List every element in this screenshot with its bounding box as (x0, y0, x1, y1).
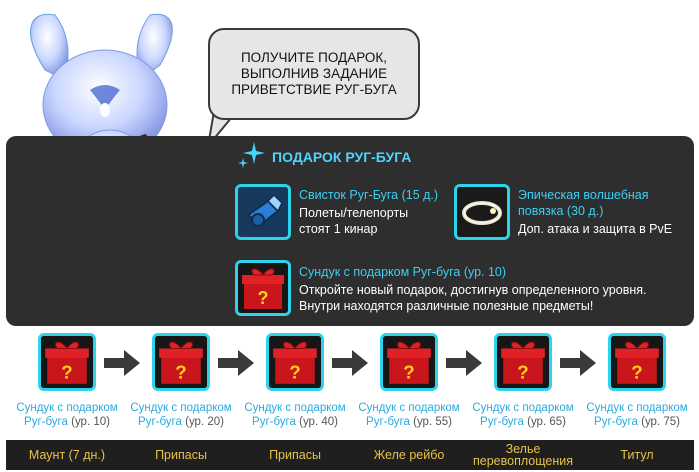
chest-label: Сундук с подарком Руг-буга (ур. 65) (465, 401, 581, 429)
whistle-item-name: Свисток Руг-Буга (15 д.) (299, 188, 439, 202)
chest-label-name: Руг-буга (594, 416, 638, 428)
speech-bubble-line: ПОЛУЧИТЕ ПОДАРОК, (240, 50, 388, 65)
headband-icon (457, 187, 507, 237)
chest-label-level: (ур. 20) (185, 416, 224, 428)
headband-item-name: повязка (30 д.) (518, 204, 604, 218)
chest-label-title: Сундук с подарком (358, 402, 460, 414)
gift-box-icon: ? (269, 336, 321, 388)
svg-text:?: ? (403, 362, 414, 383)
chest-label-level: (ур. 65) (527, 416, 566, 428)
chest-label-level: (ур. 75) (641, 416, 680, 428)
svg-text:?: ? (61, 362, 72, 383)
gift-box-item-desc: Внутри находятся различные полезные пред… (299, 299, 594, 313)
reward-label: Припасы (269, 448, 321, 462)
chest-label-title: Сундук с подарком (244, 402, 346, 414)
chest-icon-slot[interactable]: ? (494, 333, 552, 391)
gift-box-icon: ? (41, 336, 93, 388)
arrow-right-icon (332, 350, 368, 376)
arrow-right-icon (446, 350, 482, 376)
chest-label-level: (ур. 10) (71, 416, 110, 428)
reward-label: Зелье перевоплощения (468, 440, 578, 470)
chest-label: Сундук с подарком Руг-буга (ур. 75) (579, 401, 695, 429)
reward-label: Титул (620, 448, 654, 462)
chest-label-name: Руг-буга (138, 416, 182, 428)
gift-box-item-name: Сундук с подарком Руг-буга (ур. 10) (299, 265, 507, 279)
svg-text:?: ? (631, 362, 642, 383)
speech-bubble-line: ВЫПОЛНИВ ЗАДАНИЕ (240, 66, 388, 81)
chest-icon-slot[interactable]: ? (152, 333, 210, 391)
gift-box-icon: ? (238, 263, 288, 313)
chest-label: Сундук с подарком Руг-буга (ур. 40) (237, 401, 353, 429)
speech-bubble: ПОЛУЧИТЕ ПОДАРОК, ВЫПОЛНИВ ЗАДАНИЕ ПРИВЕ… (208, 28, 420, 120)
reward-label: Маунт (7 дн.) (28, 448, 106, 462)
chest-label-name: Руг-буга (24, 416, 68, 428)
reward-label: Припасы (155, 448, 207, 462)
svg-text:?: ? (289, 362, 300, 383)
chest-label-name: Руг-буга (480, 416, 524, 428)
chest-icon-slot[interactable]: ? (380, 333, 438, 391)
gift-panel (6, 136, 694, 326)
sparkle-icon (238, 142, 265, 168)
whistle-item-desc: Полеты/телепорты (299, 206, 409, 220)
panel-title: ПОДАРОК РУГ-БУГА (272, 149, 412, 165)
gift-box-item-slot[interactable]: ? (235, 260, 291, 316)
chest-label-name: Руг-буга (366, 416, 410, 428)
svg-text:?: ? (175, 362, 186, 383)
whistle-item-slot[interactable] (235, 184, 291, 240)
speech-bubble-line: ПРИВЕТСТВИЕ РУГ-БУГА (231, 82, 397, 97)
gift-box-icon: ? (155, 336, 207, 388)
svg-text:?: ? (258, 288, 269, 308)
gift-box-item-desc: Откройте новый подарок, достигнув опреде… (299, 283, 647, 297)
arrow-right-icon (218, 350, 254, 376)
chest-label-title: Сундук с подарком (16, 402, 118, 414)
arrow-right-icon (560, 350, 596, 376)
reward-label-line: перевоплощения (473, 454, 573, 468)
chest-label-title: Сундук с подарком (130, 402, 232, 414)
chest-label-level: (ур. 55) (413, 416, 452, 428)
chest-label-title: Сундук с подарком (586, 402, 688, 414)
arrow-right-icon (104, 350, 140, 376)
chest-label: Сундук с подарком Руг-буга (ур. 20) (123, 401, 239, 429)
chest-icon-slot[interactable]: ? (608, 333, 666, 391)
reward-strip (6, 440, 694, 470)
chest-label: Сундук с подарком Руг-буга (ур. 10) (9, 401, 125, 429)
whistle-icon (238, 187, 288, 237)
gift-box-icon: ? (383, 336, 435, 388)
headband-item-name: Эпическая волшебная (518, 188, 649, 202)
reward-label: Желе рейбо (373, 448, 445, 462)
gift-box-icon: ? (611, 336, 663, 388)
whistle-item-desc: стоят 1 кинар (299, 222, 378, 236)
headband-item-slot[interactable] (454, 184, 510, 240)
reward-label-line: Зелье (505, 442, 541, 456)
chest-label-name: Руг-буга (252, 416, 296, 428)
chest-icon-slot[interactable]: ? (266, 333, 324, 391)
headband-item-desc: Доп. атака и защита в PvE (518, 222, 673, 236)
chest-label-title: Сундук с подарком (472, 402, 574, 414)
chest-label: Сундук с подарком Руг-буга (ур. 55) (351, 401, 467, 429)
chest-label-level: (ур. 40) (299, 416, 338, 428)
chest-icon-slot[interactable]: ? (38, 333, 96, 391)
gift-box-icon: ? (497, 336, 549, 388)
svg-text:?: ? (517, 362, 528, 383)
